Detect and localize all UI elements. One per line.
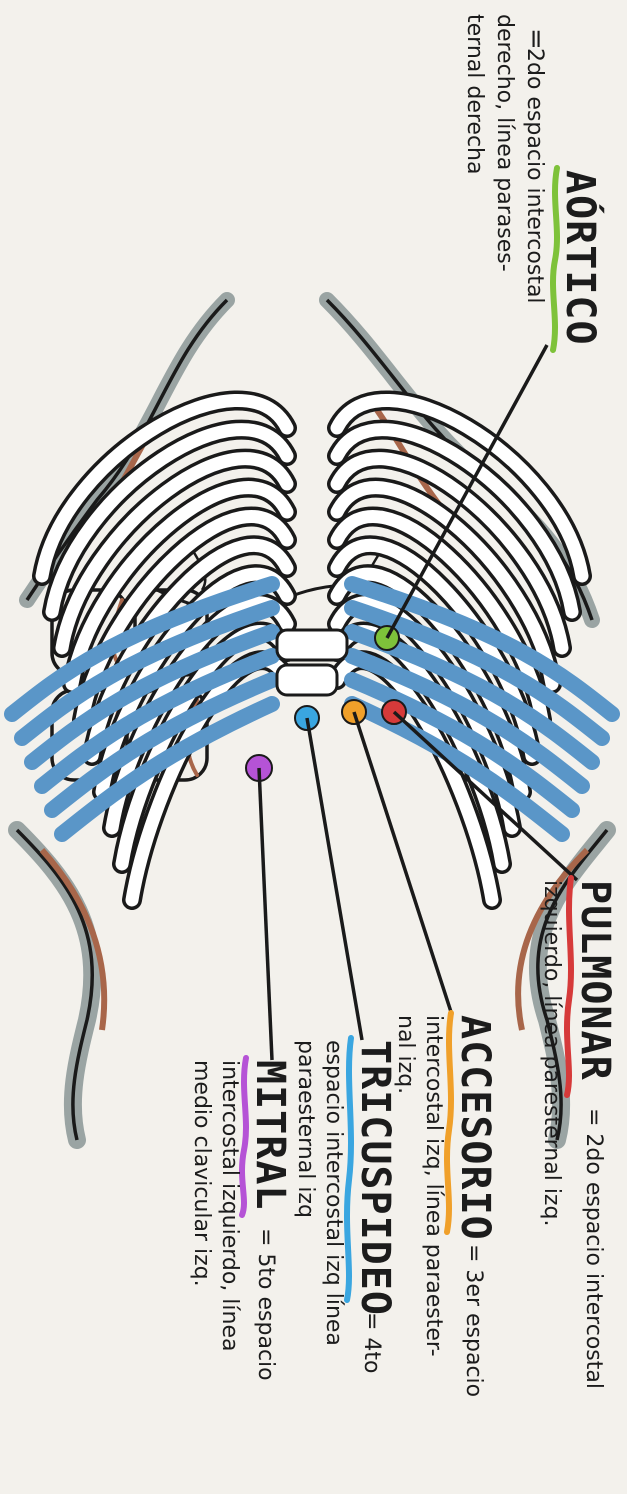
tricuspid-desc-line3: paraesternal izq [293, 1040, 318, 1218]
aortic-label: AÓRTICO = 2do espacio intercostal derech… [462, 14, 605, 350]
accessory-desc-line1: = 3er espacio [461, 1244, 486, 1397]
tricuspid-leader [307, 718, 362, 1040]
aortic-title: AÓRTICO [557, 170, 605, 346]
accessory-underline [447, 1013, 451, 1232]
mitral-leader [259, 768, 272, 1060]
aortic-desc-line2: derecho, línea parases- [492, 14, 517, 272]
mitral-desc-line3: medio clavicular izq. [189, 1060, 214, 1287]
flank-shadow-lower [17, 830, 92, 1140]
pulmonary-desc-line2: izquierdo, línea paresternal izq. [539, 880, 564, 1226]
tricuspid-label: TRICUSPIDEO = 4to espacio intercostal iz… [293, 1038, 398, 1374]
aortic-desc-line1: 2do espacio intercostal [522, 48, 547, 304]
accessory-desc-line2: intercostal izq, línea paraester- [421, 1015, 446, 1357]
tricuspid-title: TRICUSPIDEO [352, 1040, 398, 1316]
aortic-prefix: = [521, 28, 551, 50]
aortic-underline [553, 168, 557, 350]
mitral-title: MITRAL [247, 1060, 293, 1211]
accessory-label: ACCESORIO = 3er espacio intercostal izq,… [393, 1013, 498, 1397]
accessory-title: ACCESORIO [452, 1015, 498, 1241]
tricuspid-desc-line1: = 4to [359, 1312, 384, 1374]
mitral-desc-line2: intercostal izquierdo, línea [217, 1060, 242, 1351]
mitral-desc-line1: = 5to espacio [253, 1228, 278, 1381]
sternum-body [277, 630, 347, 660]
tricuspid-desc-line2: espacio intercostal izq línea [321, 1040, 346, 1346]
sternum-upper [277, 665, 337, 695]
pulmonary-title: PULMONAR [572, 880, 618, 1081]
tricuspid-underline [347, 1038, 351, 1300]
mitral-label: MITRAL = 5to espacio intercostal izquier… [189, 1058, 293, 1381]
sternum [277, 630, 347, 695]
pulmonary-underline [567, 878, 571, 1095]
aortic-desc-line3: ternal derecha [462, 14, 487, 174]
mitral-underline [242, 1058, 246, 1215]
pulmonary-label: PULMONAR = 2do espacio intercostal izqui… [539, 878, 618, 1389]
pulmonary-desc-line1: = 2do espacio intercostal [581, 1108, 606, 1389]
